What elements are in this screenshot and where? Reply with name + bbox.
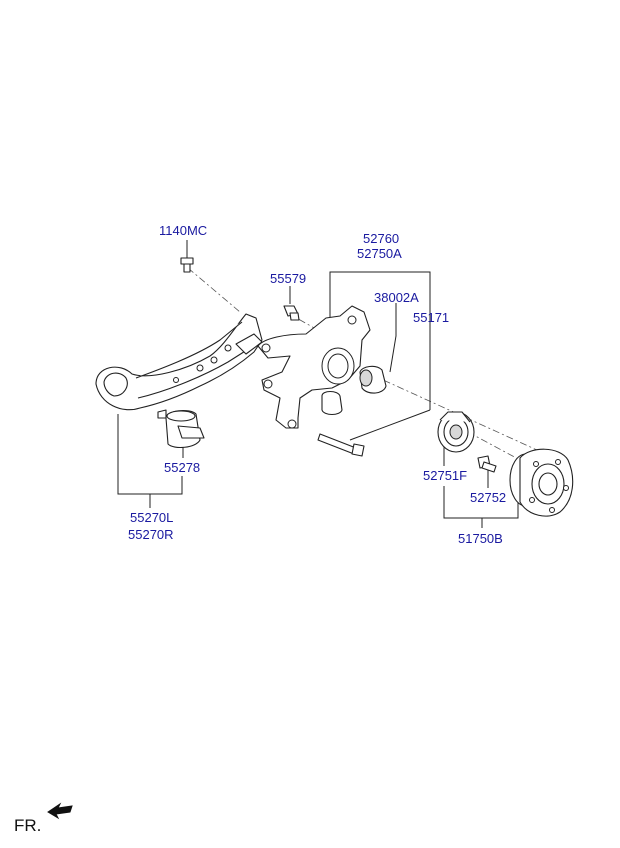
hub-assembly-51750B[interactable] — [509, 448, 574, 517]
label-52760[interactable]: 52760 — [363, 231, 400, 246]
label-55278[interactable]: 55278 — [164, 460, 201, 475]
label-52751F[interactable]: 52751F — [423, 468, 468, 483]
bushing-55278[interactable] — [157, 409, 205, 449]
label-52750A[interactable]: 52750A — [357, 246, 402, 261]
bolt-1140MC[interactable] — [180, 257, 194, 273]
label-55579[interactable]: 55579 — [270, 271, 307, 286]
front-direction-label: FR. — [14, 816, 42, 835]
knuckle-52760[interactable] — [257, 305, 371, 429]
cap-52751F[interactable] — [437, 411, 475, 453]
label-52752[interactable]: 52752 — [470, 490, 507, 505]
arrow-icon — [47, 802, 73, 820]
hub-bolt-52752[interactable] — [477, 455, 497, 473]
label-38002A[interactable]: 38002A — [374, 290, 419, 305]
label-51750B[interactable]: 51750B — [458, 531, 503, 546]
label-55270L[interactable]: 55270L — [130, 510, 174, 525]
label-1140MC[interactable]: 1140MC — [159, 223, 208, 238]
label-55171[interactable]: 55171 — [413, 310, 450, 325]
bolt-55171[interactable] — [317, 433, 365, 457]
trailing-arm-55270[interactable] — [95, 313, 263, 411]
label-55270R[interactable]: 55270R — [128, 527, 174, 542]
bushing-38002A[interactable] — [359, 365, 387, 394]
bolt-55579[interactable] — [283, 305, 300, 321]
assembly-axis-lines — [187, 267, 549, 461]
